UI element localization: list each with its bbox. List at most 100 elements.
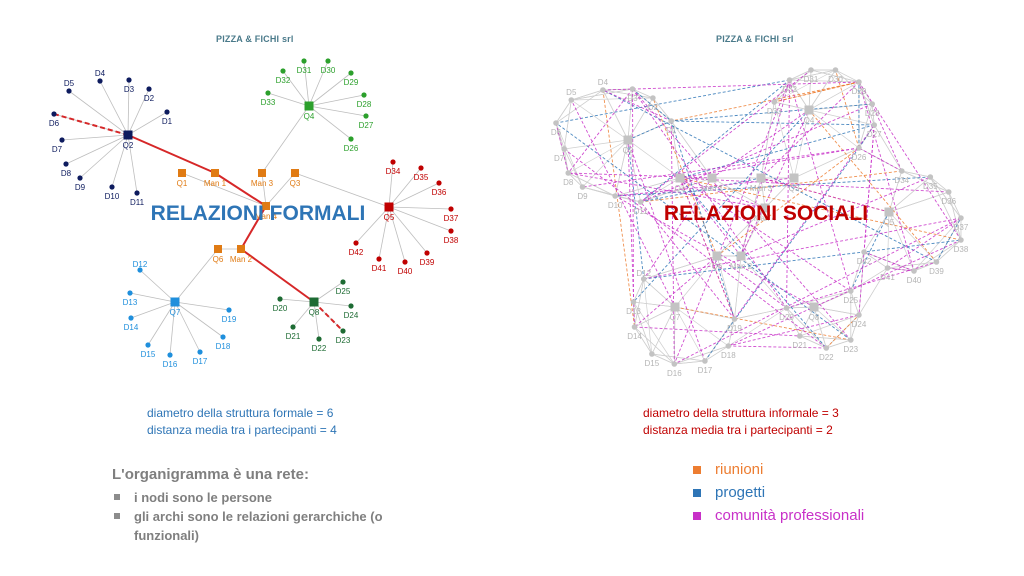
node-label: D4: [598, 78, 609, 87]
node-label: D27: [867, 130, 882, 139]
social-edge: [704, 345, 729, 362]
node-label: D29: [852, 87, 867, 96]
social-edge: [563, 148, 583, 188]
social-tie: [858, 124, 875, 316]
formal-edge: [313, 281, 344, 303]
social-node: D17: [698, 358, 713, 375]
social-edge: [571, 89, 604, 101]
formal-edge: [313, 301, 320, 340]
node-dot: [424, 250, 430, 256]
node-label: D11: [130, 198, 145, 207]
social-edge: [850, 314, 860, 341]
node-label: D1: [666, 126, 677, 135]
node-dot: [823, 345, 830, 351]
social-tie: [871, 103, 903, 172]
social-edge: [568, 139, 629, 174]
node-label: D38: [444, 236, 459, 245]
node-dot: [731, 316, 738, 322]
node-dot: [933, 259, 940, 265]
social-tie: [863, 251, 915, 272]
social-tie: [858, 81, 915, 272]
node-square: [789, 173, 799, 183]
node-dot: [958, 237, 964, 243]
node-label: D42: [857, 257, 872, 266]
social-edge: [799, 306, 815, 337]
node-dot: [612, 193, 618, 199]
social-tie: [704, 147, 860, 362]
node-label: D3: [627, 94, 638, 103]
social-edge: [582, 139, 629, 188]
social-tie: [615, 176, 931, 197]
formal-node: D2: [144, 86, 155, 103]
social-tie: [825, 314, 860, 349]
social-tie: [858, 147, 902, 172]
social-tie: [679, 177, 852, 292]
social-edge: [627, 139, 642, 203]
formal-edge: [303, 60, 310, 107]
formal-edge: [378, 206, 390, 260]
social-tie: [632, 88, 672, 122]
social-tie: [679, 177, 766, 209]
formal-path-edge: [127, 134, 216, 174]
social-edge: [627, 88, 633, 141]
node-label: Man 1: [204, 179, 227, 188]
formal-node: D26: [344, 136, 359, 153]
node-label: Q5: [884, 218, 895, 227]
node-dot: [568, 97, 575, 103]
social-node: D28: [865, 101, 880, 118]
social-edge: [674, 255, 718, 308]
node-label: D13: [123, 298, 138, 307]
social-edge: [670, 120, 681, 179]
social-node: Q8: [809, 302, 820, 322]
formal-node: D23: [336, 328, 351, 345]
formal-node: Q8: [309, 297, 320, 317]
social-tie: [711, 109, 810, 179]
social-edge: [948, 191, 962, 241]
formal-edge: [147, 301, 176, 346]
social-tie: [632, 88, 852, 341]
formal-node: D27: [359, 113, 374, 130]
social-edge: [774, 69, 836, 103]
social-tie: [679, 177, 827, 349]
node-label: Q3: [789, 184, 800, 193]
formal-node: D32: [276, 68, 291, 85]
node-label: D41: [372, 264, 387, 273]
node-dot: [911, 268, 917, 274]
node-dot: [137, 267, 143, 273]
social-edge: [930, 176, 949, 193]
social-tie: [640, 177, 762, 203]
social-edge: [615, 177, 681, 197]
formal-node: D39: [420, 250, 435, 267]
formal-edge: [111, 134, 129, 188]
social-edge: [627, 139, 681, 179]
node-label: D34: [386, 167, 401, 176]
formal-node: D41: [372, 256, 387, 273]
node-dot: [436, 180, 442, 186]
node-label: D3: [124, 85, 135, 94]
node-label: Q8: [809, 313, 820, 322]
social-tie: [614, 195, 815, 308]
formal-edge: [174, 301, 230, 311]
formal-edge: [308, 94, 365, 107]
node-dot: [301, 58, 307, 64]
formal-node: Q5: [384, 202, 395, 222]
social-edge: [632, 88, 654, 99]
node-label: D6: [49, 119, 60, 128]
social-tie: [640, 170, 902, 203]
node-label: Man 2: [730, 262, 753, 271]
social-tie: [679, 177, 735, 320]
node-dot: [325, 58, 331, 64]
social-edge: [813, 306, 852, 341]
node-dot: [226, 307, 232, 313]
social-node: D29: [852, 79, 867, 96]
formal-node: D17: [193, 349, 208, 366]
node-label: Q7: [670, 313, 681, 322]
social-edge: [711, 177, 766, 209]
formal-edge: [68, 90, 129, 136]
node-label: D35: [414, 173, 429, 182]
social-edge: [582, 186, 641, 203]
node-dot: [167, 352, 173, 358]
node-dot: [134, 190, 140, 196]
node-label: D22: [819, 353, 834, 362]
node-dot: [856, 145, 862, 151]
